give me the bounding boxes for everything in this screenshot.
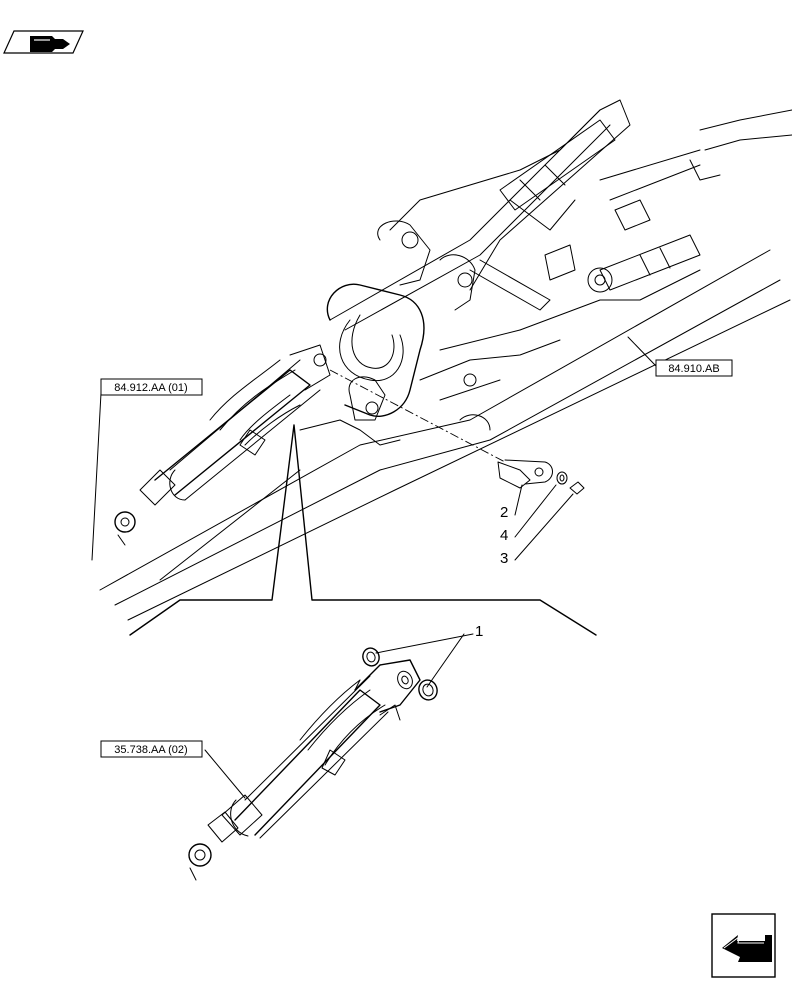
callout-84-910-ab[interactable]: 84.910.AB xyxy=(655,359,733,377)
detail-view-separator xyxy=(129,424,597,636)
item-number-4[interactable]: 4 xyxy=(500,527,508,544)
next-page-arrow-icon[interactable] xyxy=(711,913,776,978)
item-number-3[interactable]: 3 xyxy=(500,550,508,567)
callout-35-738-aa[interactable]: 35.738.AA (02) xyxy=(100,740,203,758)
callout-84-912-aa[interactable]: 84.912.AA (01) xyxy=(100,378,203,396)
item-number-2[interactable]: 2 xyxy=(500,504,508,521)
book-forward-icon[interactable] xyxy=(3,30,84,54)
callout-84-910-ab-label: 84.910.AB xyxy=(668,363,719,375)
item-number-1[interactable]: 1 xyxy=(475,623,483,640)
callout-35-738-aa-label: 35.738.AA (02) xyxy=(114,744,187,756)
pin-assembly-illustration xyxy=(329,369,585,495)
callout-84-912-aa-label: 84.912.AA (01) xyxy=(114,382,187,394)
cylinder-detail-illustration xyxy=(188,647,438,881)
